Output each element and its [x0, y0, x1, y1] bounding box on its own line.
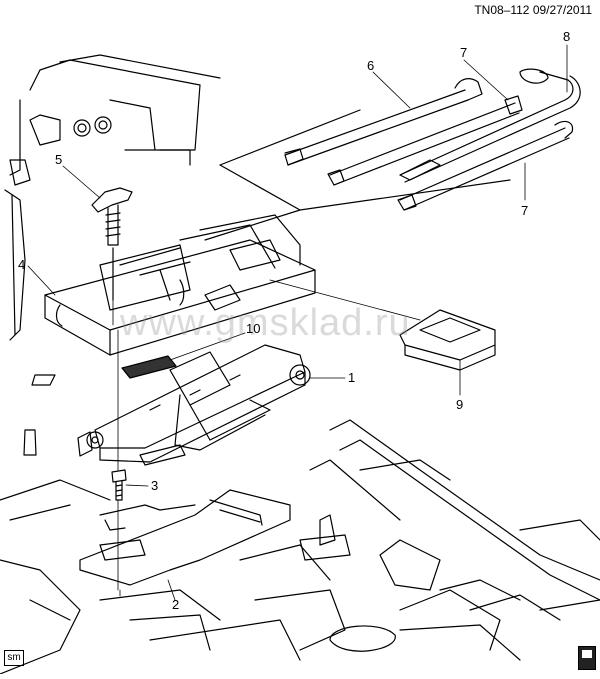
callout-7-upper: 7 [460, 45, 468, 60]
callout-5: 5 [55, 152, 63, 167]
diagram-date: 09/27/2011 [532, 3, 592, 17]
callout-7-lower: 7 [521, 203, 529, 218]
label-sticker [121, 355, 177, 379]
bolt [111, 469, 127, 501]
watermark-text: www.gmsklad.ru [120, 302, 411, 344]
callout-3: 3 [151, 478, 159, 493]
tool-kit-tray [44, 214, 316, 356]
sm-badge: sm [4, 650, 24, 666]
publisher-logo-icon [578, 646, 596, 670]
callout-10: 10 [246, 321, 261, 336]
floor-pan [0, 419, 600, 675]
callout-4: 4 [18, 257, 26, 272]
callout-1: 1 [348, 370, 356, 385]
callout-8: 8 [563, 29, 571, 44]
diagram-header: TN08–112 09/27/2011 [474, 3, 592, 17]
diagram-code: TN08–112 [474, 3, 530, 17]
jack-bracket [79, 489, 291, 586]
jack-handle-bracket [399, 309, 496, 371]
callout-9: 9 [456, 397, 464, 412]
callout-leaders [27, 44, 568, 601]
vehicle-body-top-left [4, 54, 221, 456]
leader-lines [112, 279, 421, 597]
tool-rods [284, 68, 581, 211]
scissor-jack [77, 344, 311, 466]
callout-6: 6 [367, 58, 375, 73]
rod-bundle-leader [204, 109, 511, 241]
callout-2: 2 [172, 597, 180, 612]
wing-nut [91, 187, 133, 301]
